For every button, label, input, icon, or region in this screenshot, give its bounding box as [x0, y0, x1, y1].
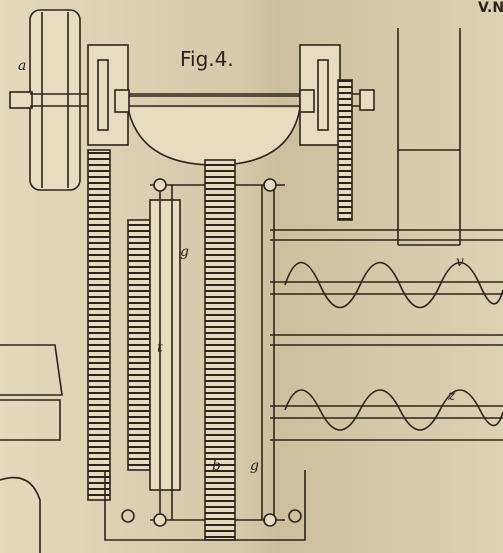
hopper	[397, 28, 461, 246]
label-a: a	[18, 58, 26, 74]
label-z: z	[447, 388, 456, 404]
label-v: v	[456, 254, 464, 270]
base-plate	[104, 470, 306, 541]
label-g-bottom: g	[250, 458, 259, 474]
gear-left-large	[87, 149, 111, 501]
trough-lower-z	[270, 344, 503, 441]
label-b: b	[212, 458, 221, 474]
pulley-a	[9, 9, 81, 191]
label-g-top: g	[180, 244, 189, 260]
corner-text: V.N	[478, 0, 503, 16]
left-fragment	[0, 344, 63, 553]
label-t: t	[157, 340, 163, 356]
frame-rails-g	[150, 184, 285, 521]
central-roller-b	[204, 159, 236, 541]
flywheel-t	[127, 199, 181, 491]
bearing-bracket	[87, 44, 341, 166]
trough-upper-v	[270, 229, 503, 336]
figure-title: Fig.4.	[180, 47, 234, 71]
frame-bolts	[153, 178, 277, 527]
gear-top-right	[337, 79, 353, 221]
